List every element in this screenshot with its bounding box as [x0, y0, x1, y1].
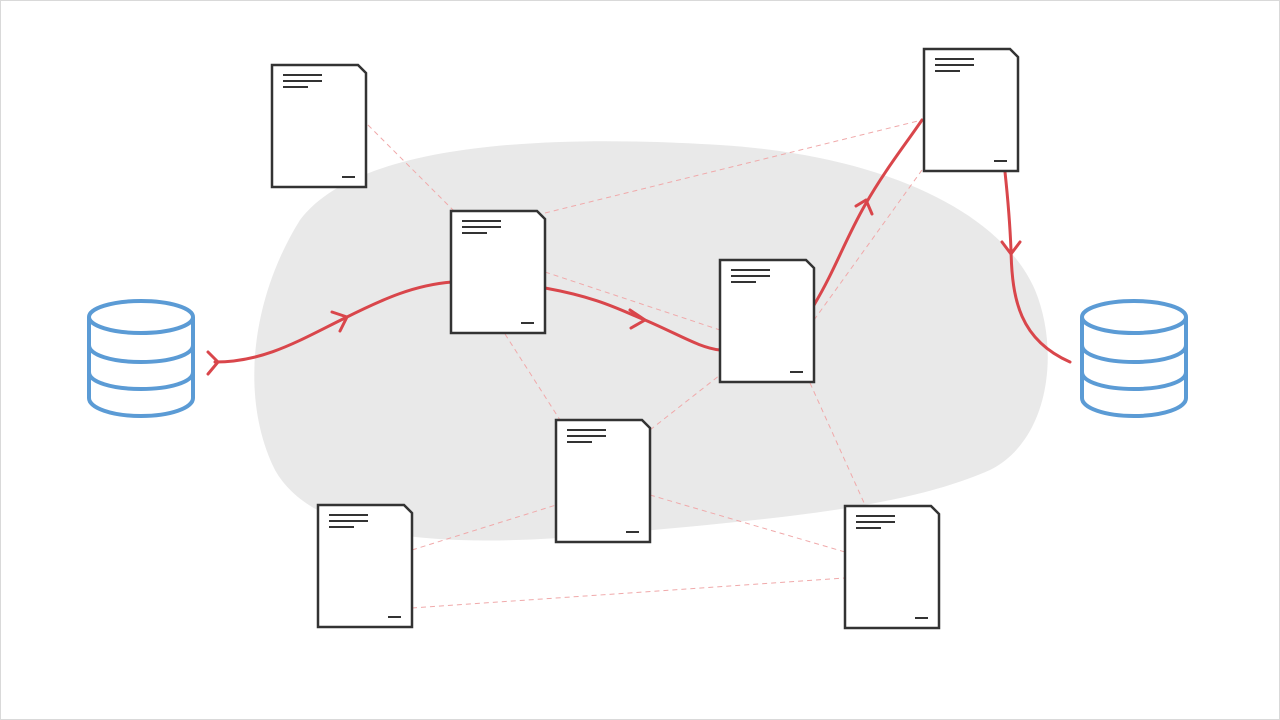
peer-link [367, 124, 456, 213]
destination-database-icon [1080, 299, 1188, 418]
source-database-icon [87, 299, 195, 418]
peer-links [367, 119, 923, 609]
route-arrow [854, 198, 874, 216]
peer-link [411, 504, 557, 551]
document-icon [449, 209, 547, 335]
peer-link [649, 494, 846, 553]
document-icon [843, 504, 941, 630]
route-arrow [628, 308, 647, 330]
route-arrow [1000, 240, 1022, 256]
document-icon [718, 258, 816, 384]
route-segment [1003, 170, 1072, 364]
peer-link [649, 374, 721, 431]
route-arrow [330, 310, 349, 333]
document-icon [922, 47, 1020, 173]
peer-link [809, 382, 866, 506]
peer-link [544, 271, 721, 331]
peer-link [411, 577, 846, 609]
route-path [206, 118, 1072, 376]
peer-link [504, 333, 561, 421]
route-segment [812, 118, 924, 307]
route-arrow [206, 350, 220, 376]
peer-link [813, 169, 923, 321]
document-icon [316, 503, 414, 629]
document-icon [270, 63, 368, 189]
document-icon [554, 418, 652, 544]
peer-link [544, 119, 923, 214]
